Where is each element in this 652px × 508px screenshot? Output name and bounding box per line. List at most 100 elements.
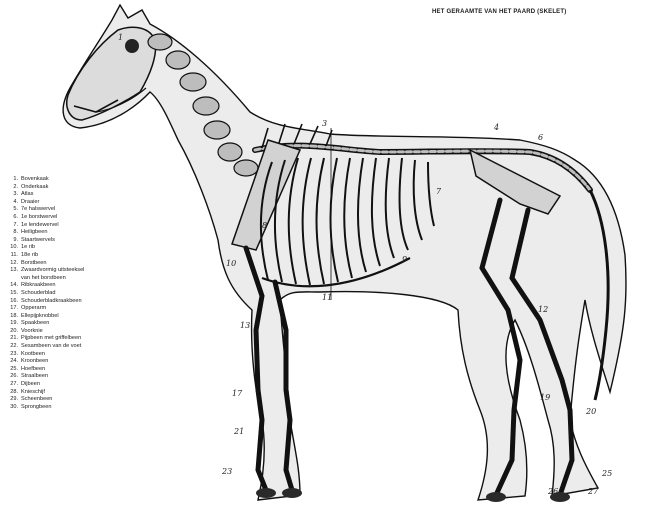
legend-label: Dijbeen (21, 381, 40, 389)
legend-item: 25.Hoefbeen (5, 366, 155, 374)
legend-number: 15. (5, 290, 18, 298)
marker: 19 (540, 393, 550, 402)
legend-label: Heiligbeen (21, 229, 47, 237)
legend-number: 18. (5, 313, 18, 321)
legend-number: 17. (5, 305, 18, 313)
legend-label: Borstbeen (21, 260, 47, 268)
legend-number: 10. (5, 244, 18, 252)
legend-number: 1. (5, 176, 18, 184)
legend-label: 1e borstwervel (21, 214, 57, 222)
marker: 6 (538, 133, 543, 142)
legend-item: 29.Scheenbeen (5, 396, 155, 404)
legend-label: Sesambeen van de voet (21, 343, 81, 351)
legend-label: Ellepijpknobbel (21, 313, 59, 321)
marker: 20 (585, 407, 596, 416)
marker: 12 (538, 305, 548, 314)
legend-label: Straalbeen (21, 373, 48, 381)
legend-number: 11. (5, 252, 18, 260)
marker: 23 (221, 467, 232, 476)
legend-label: Schouderblad (21, 290, 56, 298)
legend-label: 7e halswervel (21, 206, 55, 214)
legend-number: 28. (5, 389, 18, 397)
legend-item: 11.18e rib (5, 252, 155, 260)
legend-number: 14. (5, 282, 18, 290)
legend-number: 4. (5, 199, 18, 207)
legend-number: 24. (5, 358, 18, 366)
marker: 4 (493, 123, 499, 132)
legend-item: 21.Pijpbeen met griffelbeen (5, 335, 155, 343)
legend-number: 21. (5, 335, 18, 343)
marker: 25 (601, 469, 612, 478)
legend-number: 16. (5, 298, 18, 306)
marker: 1 (118, 33, 123, 42)
legend-number: 12. (5, 260, 18, 268)
legend-item: 30.Sprongbeen (5, 404, 155, 412)
legend-label: Spaakbeen (21, 320, 49, 328)
legend-label: 1e rib (21, 244, 35, 252)
legend-item: 1.Bovenkaak (5, 176, 155, 184)
legend-number: 22. (5, 343, 18, 351)
plate-title: HET GERAAMTE VAN HET PAARD (SKELET) (432, 9, 648, 15)
legend-item: 19.Spaakbeen (5, 320, 155, 328)
legend-label: Kootbeen (21, 351, 45, 359)
legend-label: Schouderbladkraakbeen (21, 298, 82, 306)
legend-number: 25. (5, 366, 18, 374)
legend-label: Scheenbeen (21, 396, 52, 404)
marker: 10 (226, 259, 236, 268)
marker: 27 (587, 487, 599, 496)
marker: 17 (232, 389, 243, 398)
legend-number: 9. (5, 237, 18, 245)
legend-label: Knieschijf (21, 389, 45, 397)
legend-number (5, 275, 18, 283)
legend-number: 6. (5, 214, 18, 222)
legend-number: 8. (5, 229, 18, 237)
legend-item: 23.Kootbeen (5, 351, 155, 359)
legend-label: Atlas (21, 191, 33, 199)
legend-item: 4.Draaier (5, 199, 155, 207)
legend-label: van het borstbeen (21, 275, 66, 283)
marker: 3 (322, 119, 327, 128)
legend-number: 19. (5, 320, 18, 328)
legend-label: 18e rib (21, 252, 38, 260)
legend-label: Ribkraakbeen (21, 282, 56, 290)
marker: 9 (402, 255, 407, 264)
legend-item: 22.Sesambeen van de voet (5, 343, 155, 351)
legend-item: 26.Straalbeen (5, 373, 155, 381)
legend-item: 10.1e rib (5, 244, 155, 252)
legend-label: Voorknie (21, 328, 43, 336)
legend-item: 8.Heiligbeen (5, 229, 155, 237)
legend-label: 1e lendewervel (21, 222, 59, 230)
legend-label: Hoefbeen (21, 366, 45, 374)
legend-item: 7.1e lendewervel (5, 222, 155, 230)
legend-label: Staartwervels (21, 237, 55, 245)
legend-number: 30. (5, 404, 18, 412)
legend-item: van het borstbeen (5, 275, 155, 283)
legend-label: Draaier (21, 199, 39, 207)
legend-item: 24.Kroonbeen (5, 358, 155, 366)
legend-label: Kroonbeen (21, 358, 48, 366)
legend-item: 2.Onderkaak (5, 184, 155, 192)
legend-item: 27.Dijbeen (5, 381, 155, 389)
marker: 13 (240, 321, 250, 330)
legend-label: Sprongbeen (21, 404, 51, 412)
eye-socket (125, 39, 139, 53)
legend-item: 20.Voorknie (5, 328, 155, 336)
legend-number: 27. (5, 381, 18, 389)
marker: 8 (262, 221, 267, 230)
marker: 21 (233, 427, 244, 436)
legend-item: 17.Opperarm (5, 305, 155, 313)
legend-list: 1.Bovenkaak 2.Onderkaak 3.Atlas 4.Draaie… (5, 176, 155, 411)
legend-number: 7. (5, 222, 18, 230)
legend-label: Opperarm (21, 305, 46, 313)
marker: 11 (322, 293, 332, 302)
legend-number: 2. (5, 184, 18, 192)
legend-number: 20. (5, 328, 18, 336)
legend-item: 28.Knieschijf (5, 389, 155, 397)
legend-item: 16.Schouderbladkraakbeen (5, 298, 155, 306)
legend-item: 6.1e borstwervel (5, 214, 155, 222)
legend-label: Pijpbeen met griffelbeen (21, 335, 81, 343)
legend-item: 14.Ribkraakbeen (5, 282, 155, 290)
legend-item: 18.Ellepijpknobbel (5, 313, 155, 321)
legend-item: 9.Staartwervels (5, 237, 155, 245)
legend-number: 23. (5, 351, 18, 359)
